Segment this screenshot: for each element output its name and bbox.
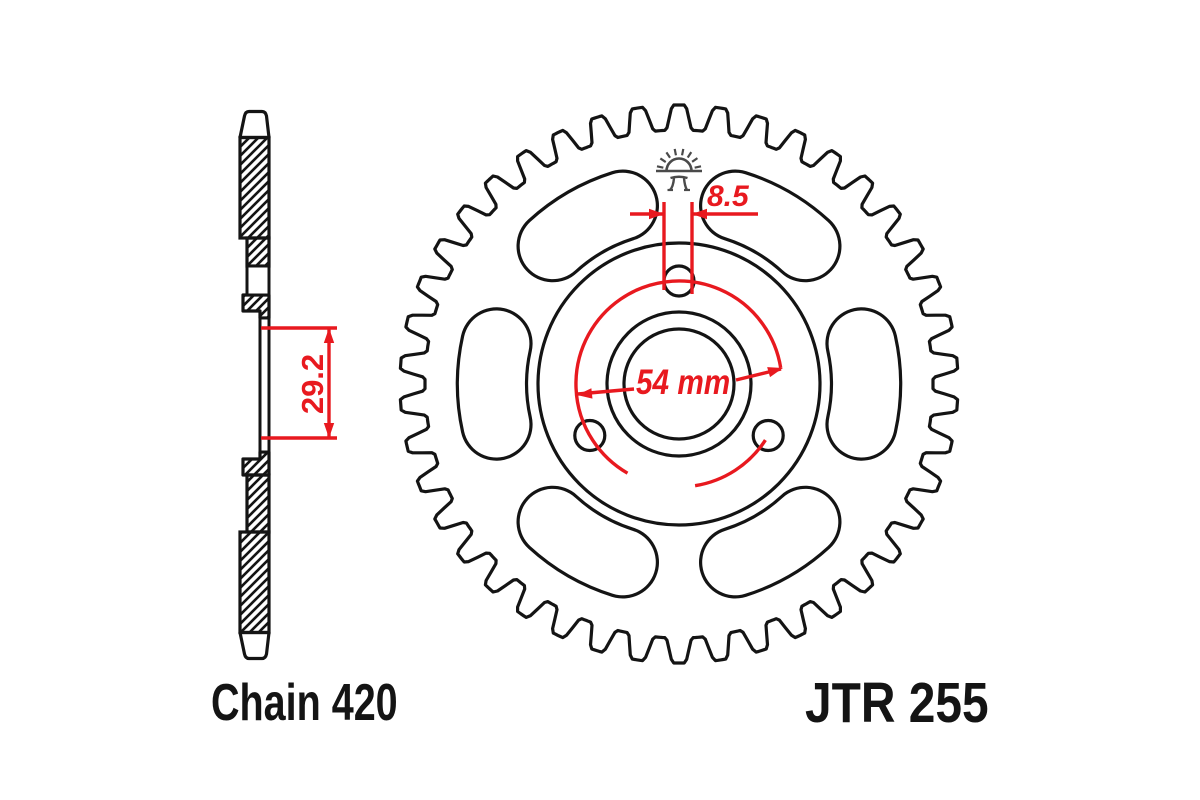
sun-ray xyxy=(656,165,664,169)
slot-hole xyxy=(828,310,900,458)
hatched-section xyxy=(238,530,271,635)
dimension-arrow xyxy=(692,208,707,220)
slot-hole xyxy=(702,172,839,280)
sun-ray xyxy=(673,148,678,156)
side-tooth-top xyxy=(238,109,271,140)
bolt-circle-arc xyxy=(694,439,767,488)
side-view-cross-section xyxy=(238,109,271,661)
dimension-arrow xyxy=(323,423,335,438)
section-void xyxy=(258,316,271,454)
slot-hole xyxy=(702,488,839,596)
slot-hole xyxy=(458,310,530,458)
bolt-circle-arc xyxy=(574,279,783,475)
dimension-arrow xyxy=(649,208,664,220)
hatched-section xyxy=(245,473,271,534)
bolt-hole xyxy=(751,418,785,453)
hatched-section xyxy=(238,135,271,240)
dimension-arrow xyxy=(577,388,593,399)
sun-ray xyxy=(680,148,685,156)
hatched-flange xyxy=(241,293,271,320)
dimension-hub-width: 29.2 xyxy=(295,354,330,414)
slot-hole xyxy=(519,488,656,596)
dimension-hole-pitch: 8.5 xyxy=(707,180,750,213)
sun-ray xyxy=(691,157,699,163)
sun-ray xyxy=(659,157,667,163)
chain-size-label: Chain 420 xyxy=(211,673,398,732)
counterbore-circle xyxy=(605,310,753,458)
sun-dome xyxy=(665,157,693,172)
dimension-bolt-circle: 54 mm xyxy=(636,363,730,402)
hatched-flange xyxy=(241,450,271,477)
part-number-label: JTR 255 xyxy=(805,671,989,735)
dimension-annotations xyxy=(261,202,783,488)
sun-ray xyxy=(665,151,671,159)
rising-sun-icon xyxy=(656,148,702,192)
section-void xyxy=(245,264,271,297)
dimension-arrow xyxy=(323,328,335,343)
hub-circle xyxy=(536,241,822,527)
hatched-section xyxy=(245,236,271,268)
slot-hole xyxy=(519,172,656,280)
dimension-arrow xyxy=(767,367,783,378)
sun-ray xyxy=(686,151,693,159)
front-view-sprocket xyxy=(398,103,960,665)
side-tooth-bottom xyxy=(238,630,271,661)
bore-circle xyxy=(622,327,736,441)
torii-bar xyxy=(670,175,688,180)
sun-ray xyxy=(694,165,702,169)
